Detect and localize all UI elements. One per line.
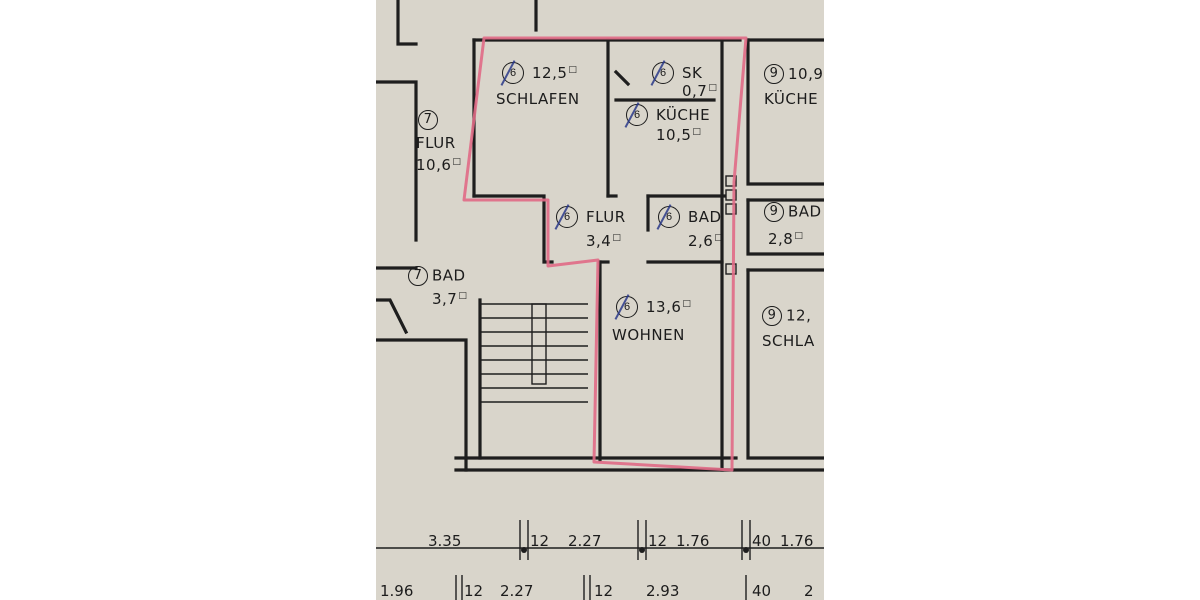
floor-plan-photo: 6 12,5 SCHLAFEN 6 SK 0,7 6 KÜCHE 10,5 6 …	[376, 0, 824, 600]
unit-number: 7	[418, 110, 438, 130]
staircase	[478, 298, 588, 460]
wohnen-area: 13,6	[646, 300, 691, 315]
unit-number: 9	[764, 202, 784, 222]
apartment-highlight	[462, 36, 748, 472]
neighbor-left-bad-area: 3,7	[432, 292, 467, 307]
flur-area: 3,4	[586, 234, 621, 249]
dimension-label: 12	[530, 532, 550, 550]
unit-number: 9	[764, 64, 784, 84]
neighbor-right-kueche-label: KÜCHE	[764, 90, 819, 108]
dimension-label: 2.93	[646, 582, 680, 600]
schlafen-label: SCHLAFEN	[496, 90, 580, 108]
bad-area: 2,6	[688, 234, 723, 249]
dimension-label: 12	[648, 532, 668, 550]
neighbor-right-kueche-area: 10,9	[788, 65, 824, 83]
dimension-label: 12	[464, 582, 484, 600]
schlafen-area: 12,5	[532, 66, 577, 81]
dimension-label: 40	[752, 532, 772, 550]
dimension-label: 12	[594, 582, 614, 600]
kueche-area: 10,5	[656, 128, 701, 143]
dimension-label: 2.27	[568, 532, 602, 550]
unit-number: 9	[762, 306, 782, 326]
room-stamp: 6	[652, 62, 674, 84]
dimension-label: 1.96	[380, 582, 414, 600]
room-stamp: 6	[502, 62, 524, 84]
neighbor-left-flur-area: 10,6	[416, 158, 461, 173]
sk-label: SK	[682, 64, 703, 82]
dimension-label: 2.27	[500, 582, 534, 600]
flur-label: FLUR	[586, 208, 626, 226]
dimension-label: 40	[752, 582, 772, 600]
dimension-label: 3.35	[428, 532, 462, 550]
neighbor-right-schla-label: SCHLA	[762, 332, 815, 350]
room-stamp: 6	[658, 206, 680, 228]
neighbor-right-schla-area: 12,	[786, 306, 812, 325]
kueche-label: KÜCHE	[656, 106, 711, 124]
dimension-label: 2	[804, 582, 814, 600]
neighbor-left-flur-unit: 7	[418, 110, 442, 130]
bad-label: BAD	[688, 208, 722, 226]
unit-number: 7	[408, 266, 428, 286]
room-stamp: 6	[556, 206, 578, 228]
room-stamp: 6	[626, 104, 648, 126]
dimension-label: 1.76	[676, 532, 710, 550]
neighbor-right-bad-area: 2,8	[768, 232, 803, 247]
dimension-label: 1.76	[780, 532, 814, 550]
neighbor-left-flur-label: FLUR	[416, 134, 456, 152]
room-stamp: 6	[616, 296, 638, 318]
neighbor-left-bad-label: BAD	[432, 266, 466, 285]
sk-area: 0,7	[682, 84, 717, 99]
floor-plan-drawing	[376, 0, 824, 600]
neighbor-right-bad-label: BAD	[788, 202, 822, 221]
wohnen-label: WOHNEN	[612, 326, 685, 344]
